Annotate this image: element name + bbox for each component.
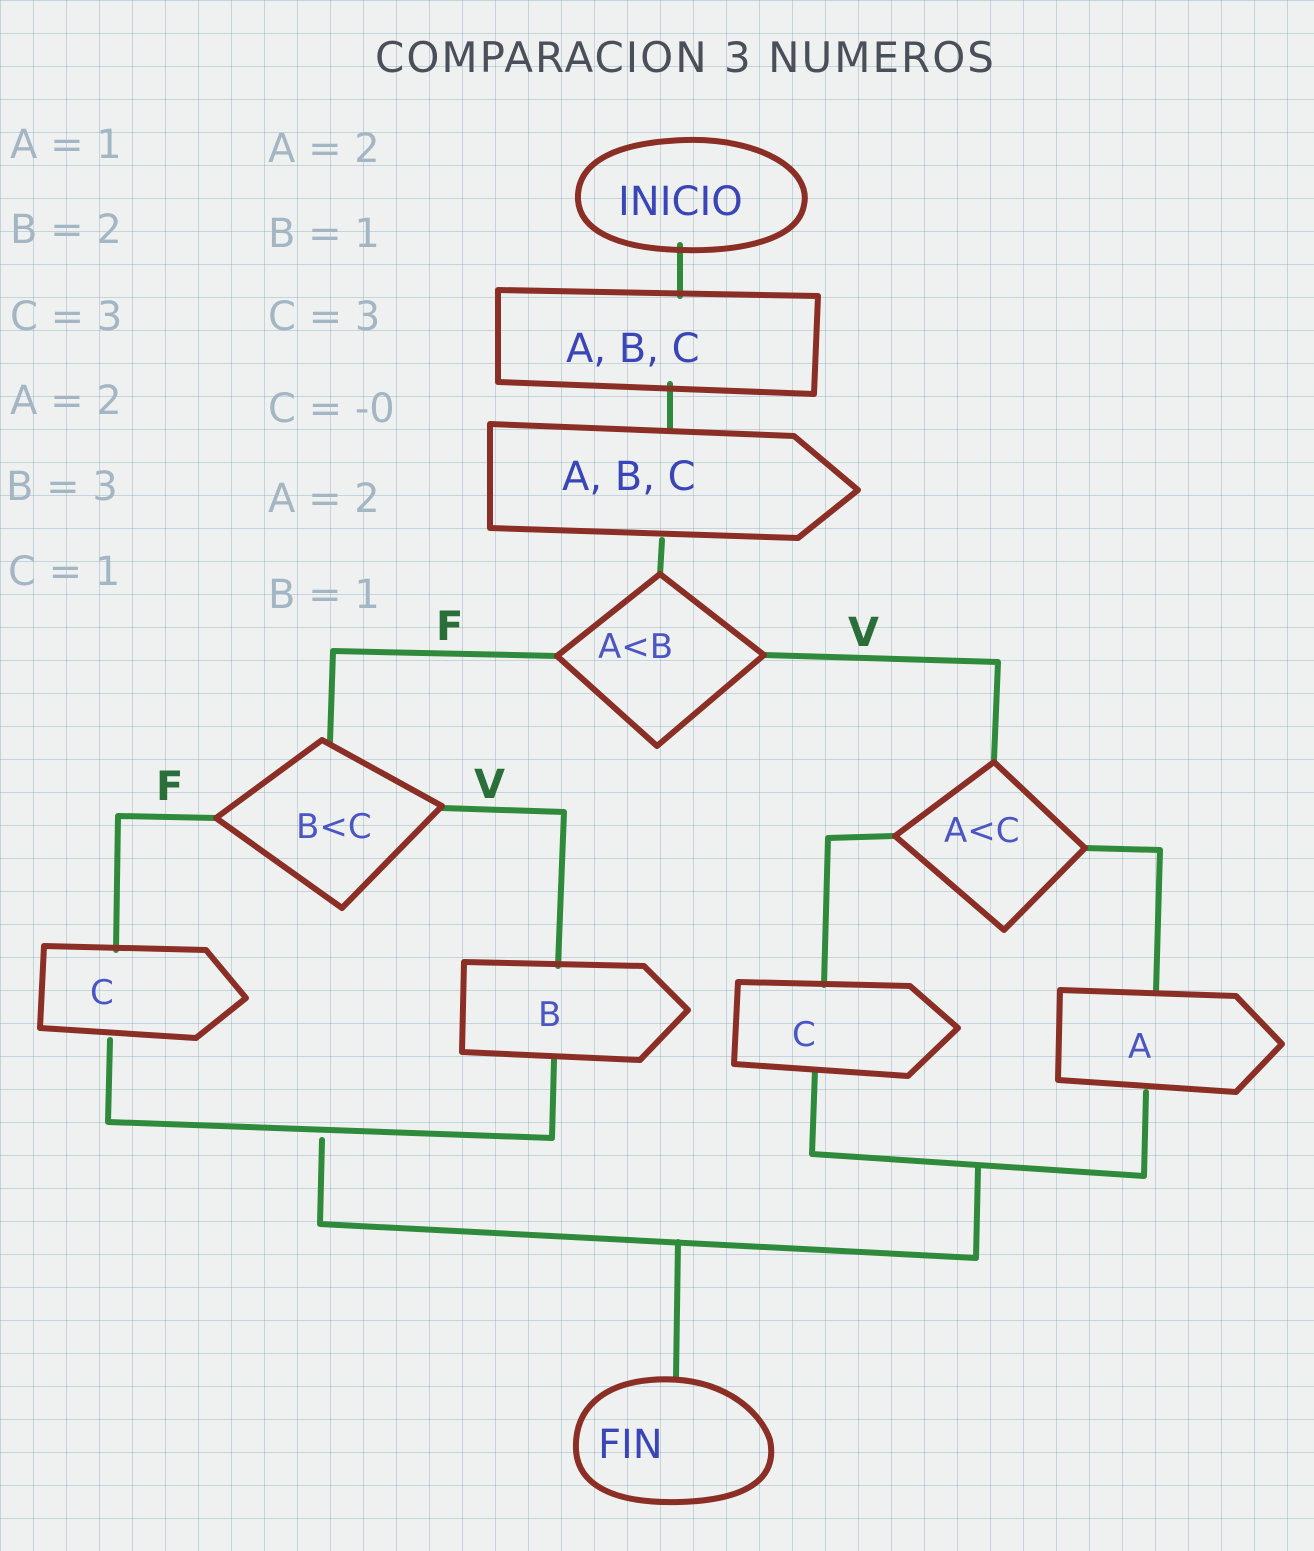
- connector-ab-true: [761, 652, 1001, 763]
- branch-label-ab-false: F: [436, 604, 463, 650]
- input-box: A, B, C: [495, 287, 821, 397]
- connectors: [105, 242, 1163, 1381]
- note-line: C = 3: [10, 294, 122, 340]
- decision-a-lt-b-label: A<B: [598, 627, 673, 667]
- note-line: A = 2: [10, 378, 122, 424]
- note-line: B = 1: [268, 572, 380, 618]
- input-label: A, B, C: [566, 326, 700, 372]
- note-line: B = 2: [10, 207, 122, 253]
- output-c-left-label: C: [90, 973, 114, 1013]
- note-line: C = 3: [268, 294, 380, 340]
- connector-output-decision: [657, 537, 665, 578]
- output-c-left: C: [37, 943, 249, 1041]
- connector-bc-true: [439, 805, 567, 969]
- connector-ab-false: [327, 648, 560, 745]
- note-line: B = 1: [268, 211, 380, 257]
- diagram-title: COMPARACION 3 NUMEROS: [375, 33, 996, 82]
- end-terminal: FIN: [572, 1376, 775, 1506]
- output-all-box: A, B, C: [487, 421, 861, 541]
- branch-label-ab-true: V: [848, 610, 879, 656]
- note-line: B = 3: [6, 464, 118, 510]
- branch-label-bc-false: F: [156, 764, 183, 810]
- connector-ac-false: [821, 833, 898, 988]
- output-a-label: A: [1128, 1027, 1151, 1067]
- output-a: A: [1055, 987, 1285, 1095]
- notes-column-2: A = 2 B = 1 C = 3 C = -0 A = 2 B = 1: [268, 126, 395, 618]
- connector-bc-false: [113, 813, 219, 953]
- connector-to-end: [673, 1239, 681, 1381]
- decision-a-lt-c-label: A<C: [944, 811, 1020, 851]
- branch-label-bc-true: V: [474, 762, 505, 808]
- connector-merge-right: [809, 1067, 1149, 1179]
- note-line: C = -0: [268, 386, 395, 432]
- decision-a-lt-b: A<B: [554, 571, 767, 749]
- note-line: A = 1: [10, 122, 122, 168]
- output-b: B: [459, 959, 691, 1063]
- output-all-label: A, B, C: [562, 454, 696, 500]
- decision-b-lt-c-label: B<C: [296, 807, 372, 847]
- connector-join: [317, 1137, 981, 1261]
- decision-a-lt-c: A<C: [892, 759, 1088, 933]
- note-line: A = 2: [268, 476, 380, 522]
- output-b-label: B: [538, 995, 561, 1035]
- output-c-right: C: [731, 979, 961, 1079]
- decision-b-lt-c: B<C: [213, 737, 445, 911]
- start-label: INICIO: [618, 179, 743, 225]
- note-line: A = 2: [268, 126, 380, 172]
- connector-ac-true: [1082, 845, 1163, 995]
- output-c-right-label: C: [792, 1015, 816, 1055]
- note-line: C = 1: [8, 549, 120, 595]
- connector-merge-left: [105, 1037, 557, 1141]
- start-terminal: INICIO: [574, 136, 808, 254]
- notes-column-1: A = 1 B = 2 C = 3 A = 2 B = 3 C = 1: [6, 122, 122, 595]
- end-label: FIN: [598, 1422, 663, 1468]
